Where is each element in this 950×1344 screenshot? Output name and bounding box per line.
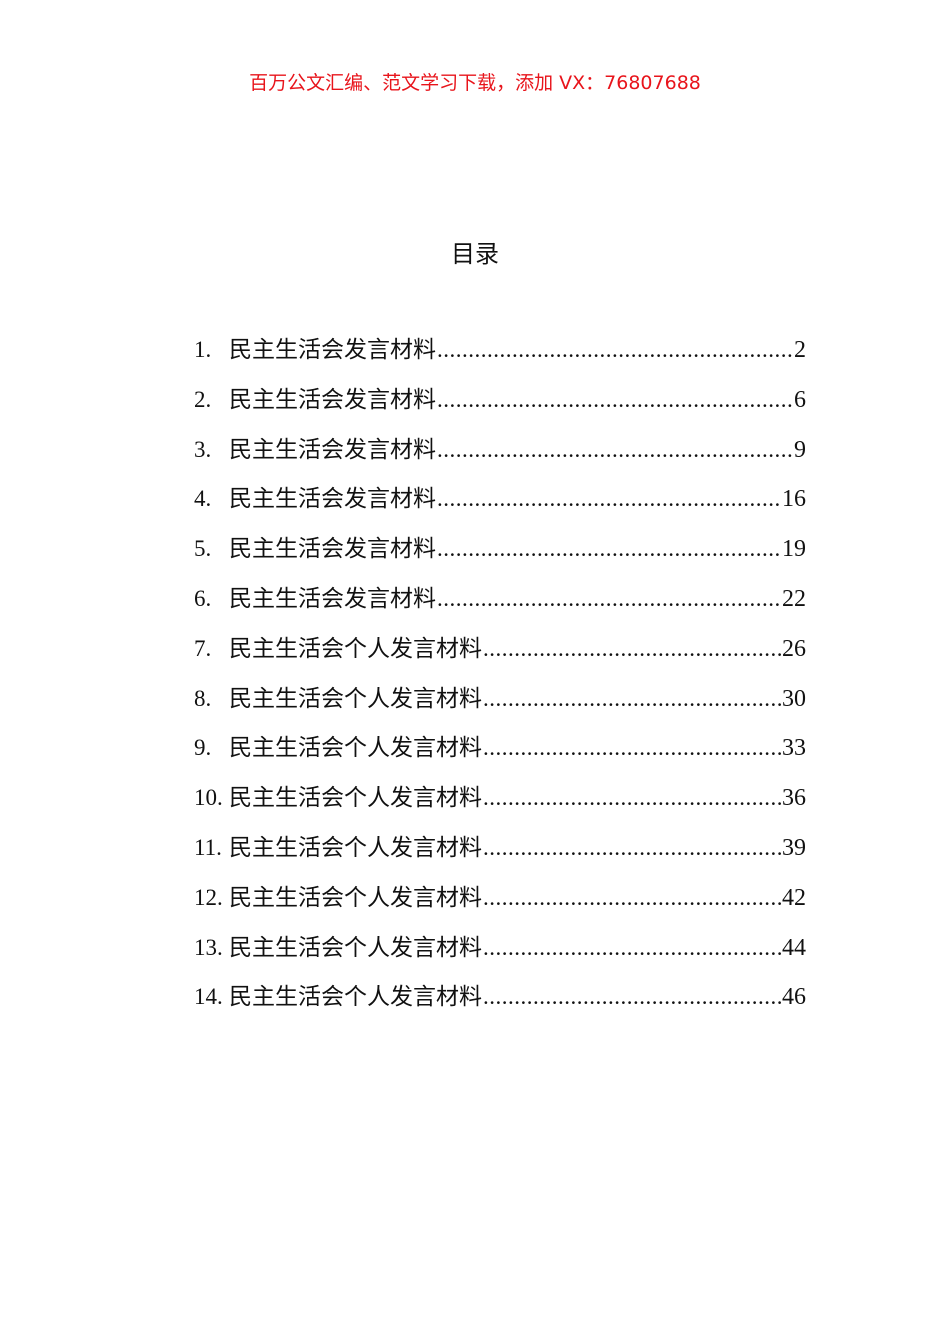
toc-entry-label: 民主生活会个人发言材料 bbox=[229, 785, 482, 812]
toc-entry-page: 33 bbox=[782, 735, 806, 762]
toc-entry-label: 民主生活会个人发言材料 bbox=[229, 635, 482, 662]
toc-entry-page: 26 bbox=[782, 635, 806, 662]
toc-entry[interactable]: 6. 民主生活会发言材料 ...........................… bbox=[194, 579, 806, 629]
toc-entry-page: 19 bbox=[782, 536, 806, 563]
toc-entry-label: 民主生活会个人发言材料 bbox=[229, 834, 482, 861]
toc-entry[interactable]: 14. 民主生活会个人发言材料 ........................… bbox=[194, 977, 806, 1027]
dot-leader: ........................................… bbox=[483, 735, 781, 761]
toc-entry-number: 13. bbox=[194, 934, 223, 960]
toc-entry-page: 22 bbox=[782, 585, 806, 612]
toc-entry-page: 39 bbox=[782, 834, 806, 861]
toc-entry-number: 8. bbox=[194, 685, 212, 711]
toc-entry[interactable]: 10. 民主生活会个人发言材料 ........................… bbox=[194, 778, 806, 828]
toc-entry[interactable]: 4. 民主生活会发言材料 ...........................… bbox=[194, 479, 806, 529]
toc-entry[interactable]: 5. 民主生活会发言材料 ...........................… bbox=[194, 529, 806, 579]
toc-entry-number: 5. bbox=[194, 536, 212, 562]
toc-entry-page: 6 bbox=[794, 386, 806, 413]
toc-entry[interactable]: 13. 民主生活会个人发言材料 ........................… bbox=[194, 928, 806, 978]
dot-leader: ........................................… bbox=[437, 585, 781, 611]
dot-leader: ........................................… bbox=[483, 834, 781, 860]
dot-leader: ........................................… bbox=[437, 436, 793, 462]
toc-entry-number: 12. bbox=[194, 884, 223, 910]
toc-entry-number: 9. bbox=[194, 735, 212, 761]
toc-entry-number: 10. bbox=[194, 785, 223, 811]
toc-entry-label: 民主生活会发言材料 bbox=[229, 486, 436, 513]
toc-entry-number: 1. bbox=[194, 337, 212, 362]
toc-entry[interactable]: 7. 民主生活会个人发言材料 .........................… bbox=[194, 629, 806, 679]
toc-entry-page: 9 bbox=[794, 436, 806, 463]
toc-entry[interactable]: 9. 民主生活会个人发言材料 .........................… bbox=[194, 728, 806, 778]
dot-leader: ........................................… bbox=[483, 934, 781, 960]
toc-entry-label: 民主生活会发言材料 bbox=[229, 337, 436, 363]
dot-leader: ........................................… bbox=[437, 386, 793, 412]
toc-entry-number: 14. bbox=[194, 984, 223, 1010]
dot-leader: ........................................… bbox=[483, 635, 781, 661]
toc-entry-number: 2. bbox=[194, 386, 212, 412]
toc-entry[interactable]: 11. 民主生活会个人发言材料 ........................… bbox=[194, 828, 806, 878]
toc-entry-label: 民主生活会个人发言材料 bbox=[229, 884, 482, 911]
toc-entry-page: 36 bbox=[782, 785, 806, 812]
toc-entry-page: 16 bbox=[782, 486, 806, 513]
header-contact-note: 百万公文汇编、范文学习下载，添加 VX：76807688 bbox=[249, 72, 701, 94]
table-of-contents: 1. 民主生活会发言材料 ...........................… bbox=[194, 330, 806, 1027]
toc-entry-label: 民主生活会发言材料 bbox=[229, 585, 436, 612]
toc-entry-label: 民主生活会发言材料 bbox=[229, 436, 436, 463]
toc-entry[interactable]: 3. 民主生活会发言材料 ...........................… bbox=[194, 430, 806, 480]
toc-entry-page: 42 bbox=[782, 884, 806, 911]
toc-entry-label: 民主生活会个人发言材料 bbox=[229, 984, 482, 1011]
dot-leader: ........................................… bbox=[483, 984, 781, 1010]
toc-entry-number: 6. bbox=[194, 585, 212, 611]
toc-entry-label: 民主生活会个人发言材料 bbox=[229, 934, 482, 961]
toc-entry-number: 4. bbox=[194, 486, 212, 512]
toc-entry-number: 7. bbox=[194, 635, 212, 661]
toc-entry-label: 民主生活会个人发言材料 bbox=[229, 685, 482, 712]
toc-entry-label: 民主生活会个人发言材料 bbox=[229, 735, 482, 762]
dot-leader: ........................................… bbox=[437, 337, 793, 362]
toc-entry-number: 3. bbox=[194, 436, 212, 462]
toc-entry-page: 30 bbox=[782, 685, 806, 712]
toc-entry-number: 11. bbox=[194, 834, 222, 860]
toc-title: 目录 bbox=[451, 240, 499, 268]
dot-leader: ........................................… bbox=[483, 685, 781, 711]
toc-entry-page: 44 bbox=[782, 934, 806, 961]
toc-entry[interactable]: 1. 民主生活会发言材料 ...........................… bbox=[194, 330, 806, 380]
dot-leader: ........................................… bbox=[483, 884, 781, 910]
toc-entry-label: 民主生活会发言材料 bbox=[229, 386, 436, 413]
toc-entry-page: 2 bbox=[794, 337, 806, 363]
dot-leader: ........................................… bbox=[483, 785, 781, 811]
toc-entry[interactable]: 8. 民主生活会个人发言材料 .........................… bbox=[194, 679, 806, 729]
dot-leader: ........................................… bbox=[437, 536, 781, 562]
toc-entry[interactable]: 2. 民主生活会发言材料 ...........................… bbox=[194, 380, 806, 430]
dot-leader: ........................................… bbox=[437, 486, 781, 512]
toc-entry[interactable]: 12. 民主生活会个人发言材料 ........................… bbox=[194, 878, 806, 928]
toc-entry-page: 46 bbox=[782, 984, 806, 1011]
toc-entry-label: 民主生活会发言材料 bbox=[229, 536, 436, 563]
